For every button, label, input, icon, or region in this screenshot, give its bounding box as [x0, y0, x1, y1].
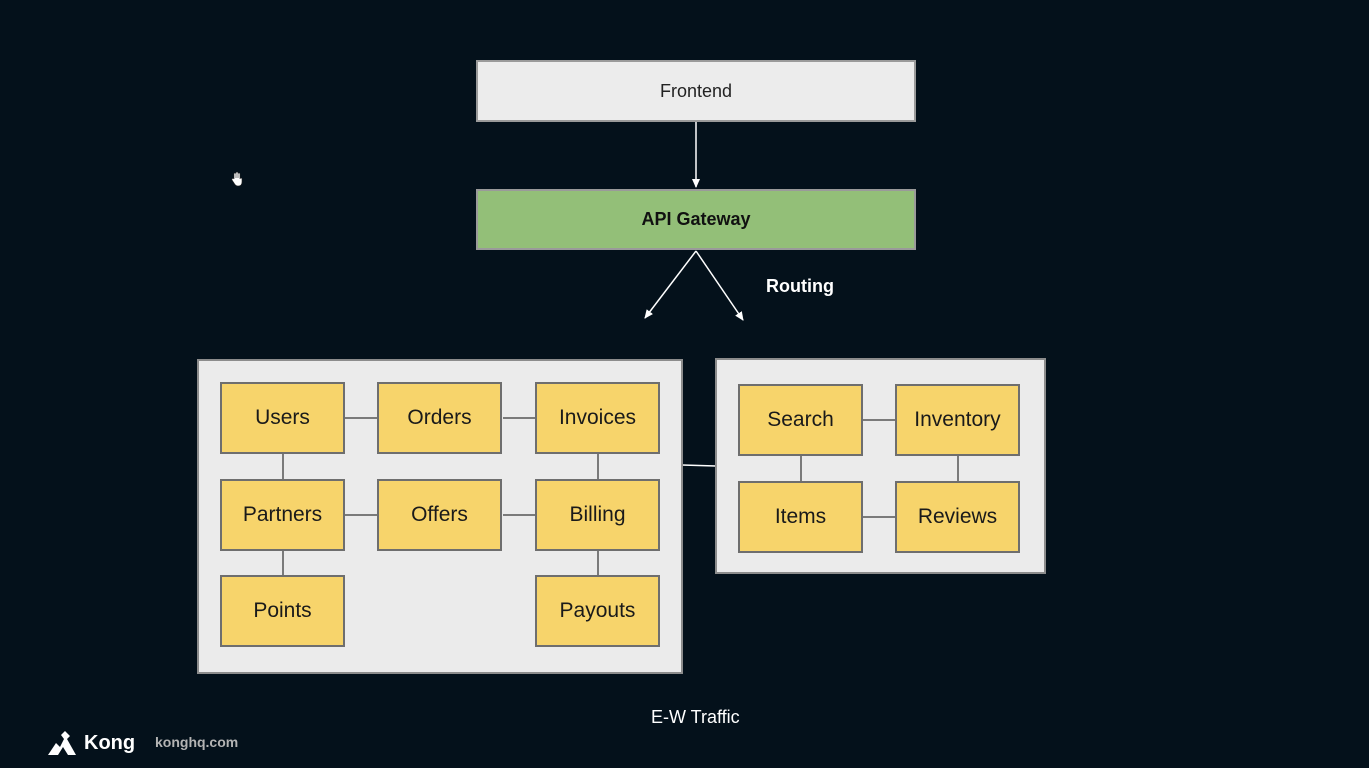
- ew-traffic-caption: E-W Traffic: [651, 707, 740, 727]
- frontend-label: Frontend: [659, 80, 733, 101]
- service-label: Invoices: [558, 406, 637, 429]
- service-label: Orders: [407, 406, 472, 429]
- service-label: Reviews: [917, 505, 998, 528]
- service-payouts: Payouts: [535, 575, 660, 647]
- service-label: Inventory: [914, 408, 1001, 431]
- kong-logo-icon: [48, 731, 76, 755]
- api-gateway-box: API Gateway: [476, 189, 916, 250]
- service-search: Search: [738, 384, 863, 456]
- service-offers: Offers: [377, 479, 502, 551]
- hand-cursor-icon: [231, 171, 243, 187]
- service-partners: Partners: [220, 479, 345, 551]
- group-b-connectors: [800, 419, 959, 518]
- service-points: Points: [220, 575, 345, 647]
- service-reviews: Reviews: [895, 481, 1020, 553]
- group-a-connectors: [282, 417, 599, 577]
- routing-label: Routing: [766, 276, 834, 296]
- service-billing: Billing: [535, 479, 660, 551]
- service-label: Billing: [569, 503, 626, 526]
- service-group-core: Users Orders Invoices Partners Offers Bi…: [197, 359, 683, 674]
- frontend-box: Frontend: [476, 60, 916, 122]
- service-label: Partners: [242, 503, 323, 526]
- service-label: Points: [253, 599, 312, 622]
- routing-arrow-right: [695, 250, 744, 321]
- kong-brand-text: Kong: [84, 731, 136, 754]
- service-label: Offers: [411, 503, 468, 526]
- kong-logo: Kong: [46, 728, 135, 758]
- service-label: Search: [767, 408, 834, 431]
- service-label: Items: [774, 505, 827, 528]
- service-label: Users: [255, 406, 310, 429]
- service-orders: Orders: [377, 382, 502, 454]
- service-items: Items: [738, 481, 863, 553]
- service-users: Users: [220, 382, 345, 454]
- service-group-catalog: Search Inventory Items Reviews: [715, 358, 1046, 574]
- site-url: konghq.com: [155, 734, 239, 750]
- service-invoices: Invoices: [535, 382, 660, 454]
- group-link-line: [681, 464, 717, 467]
- service-inventory: Inventory: [895, 384, 1020, 456]
- routing-arrow-left: [644, 250, 697, 319]
- service-label: Payouts: [559, 599, 636, 622]
- api-gateway-label: API Gateway: [641, 209, 751, 229]
